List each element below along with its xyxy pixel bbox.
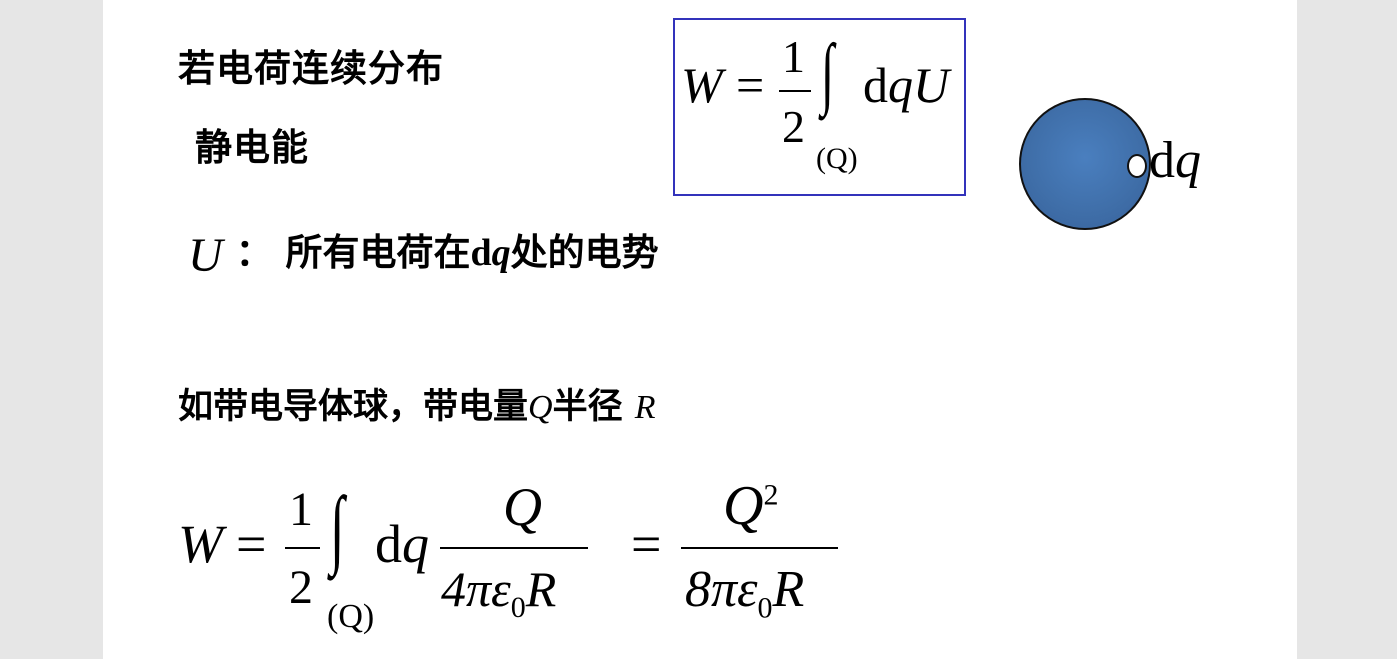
dq-label: dq xyxy=(1149,132,1201,189)
formula-frac-numerator: 1 xyxy=(782,31,805,82)
heading-continuous-distribution: 若电荷连续分布 xyxy=(178,47,444,90)
result-frac2-num: Q xyxy=(503,477,542,537)
slide: 若电荷连续分布 静电能 W = 1 2 ∫ (Q) dq U dq U ： 所有… xyxy=(103,0,1297,659)
result-frac1-bar xyxy=(285,547,320,549)
integral-sign: ∫ xyxy=(821,29,835,117)
formula-dq: dq xyxy=(863,57,913,113)
result-frac2-bar xyxy=(440,547,588,549)
result-equals-1: = xyxy=(236,514,267,574)
result-frac2-den: 4πε0R xyxy=(441,561,557,624)
definition-U: U ： 所有电荷在dq处的电势 xyxy=(188,229,659,282)
formula-W: W xyxy=(681,57,723,113)
result-W: W xyxy=(178,514,223,574)
formula-frac-bar xyxy=(779,90,811,92)
result-integral-domain: (Q) xyxy=(327,598,375,635)
formula-U: U xyxy=(913,57,950,113)
result-integral-sign: ∫ xyxy=(330,480,345,577)
result-dq: dq xyxy=(375,514,429,574)
charge-element-dot xyxy=(1127,154,1147,178)
result-frac1-num: 1 xyxy=(289,483,313,536)
integral-domain: (Q) xyxy=(816,142,858,175)
heading-electrostatic-energy: 静电能 xyxy=(195,126,309,169)
example-conductor-sphere: 如带电导体球，带电量Q半径 R xyxy=(178,387,656,427)
result-equals-2: = xyxy=(631,514,662,574)
formula-equals: = xyxy=(736,57,765,113)
result-frac3-den: 8πε0R xyxy=(685,561,805,625)
formula-frac-denominator: 2 xyxy=(782,101,805,152)
boxed-formula xyxy=(673,18,966,196)
result-frac3-bar xyxy=(681,547,838,549)
result-frac1-den: 2 xyxy=(289,561,313,614)
result-frac3-num: Q2 xyxy=(723,475,779,537)
